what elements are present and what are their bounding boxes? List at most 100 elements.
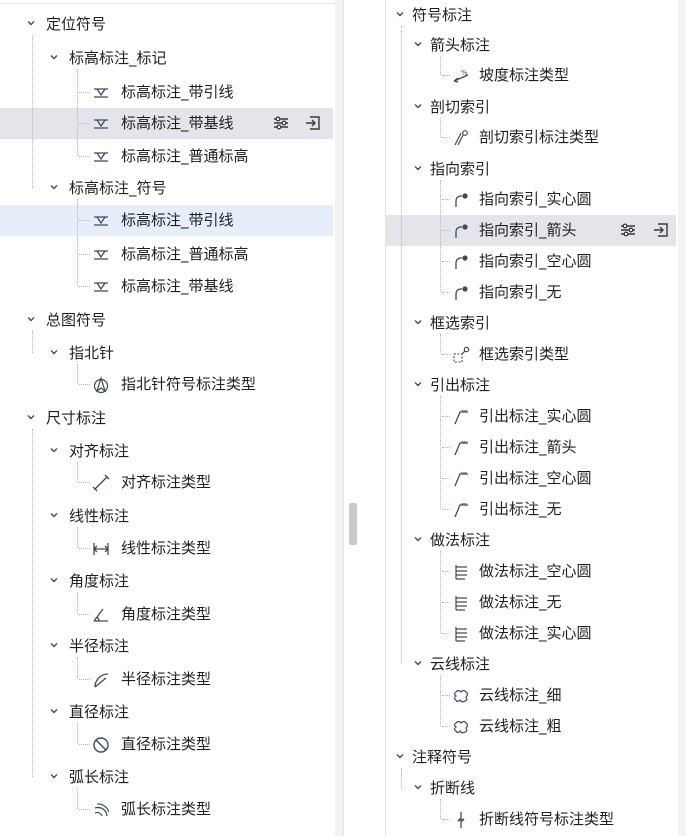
tree-node-r12[interactable]: 引出标注 [386,370,676,401]
tree-node-l9[interactable]: 总图符号 [0,305,333,336]
tree-node-l15[interactable]: 线性标注 [0,501,333,532]
chevron-down-icon[interactable] [413,534,423,544]
tree-node-l12[interactable]: 尺寸标注 [0,403,333,434]
chevron-down-icon[interactable] [49,640,59,650]
tree-node-l11[interactable]: 指北针符号标注类型 [0,369,333,400]
tree-guide-horizontal [442,571,450,572]
tree-node-r9[interactable]: 指向索引_无 [386,277,676,308]
chevron-down-icon[interactable] [413,39,423,49]
tree-node-label: 指向索引 [430,160,491,178]
chevron-down-icon[interactable] [413,379,423,389]
tree-node-r6[interactable]: 指向索引_实心圆 [386,184,676,215]
chevron-down-icon[interactable] [26,18,36,28]
chevron-down-icon[interactable] [413,317,423,327]
tree-node-r21[interactable]: 云线标注 [386,649,676,680]
export-icon[interactable] [304,114,322,132]
tree-node-label: 箭头标注 [430,36,491,54]
chevron-down-icon[interactable] [49,771,59,781]
tree-guide-vertical [440,56,441,75]
tree-node-l0[interactable]: 定位符号 [0,9,333,40]
tree-node-label: 标高标注_带基线 [121,114,234,132]
tree-node-l8[interactable]: 标高标注_带基线 [0,271,333,302]
tree-node-r25[interactable]: 折断线 [386,773,676,804]
tree-node-l6[interactable]: 标高标注_带引线 [0,205,333,236]
tree-node-r14[interactable]: 引出标注_箭头 [386,432,676,463]
tree-node-l24[interactable]: 弧长标注类型 [0,794,333,825]
tree-node-r11[interactable]: 框选索引类型 [386,339,676,370]
tree-node-label: 剖切索引 [430,98,491,116]
panel-gutter [344,0,384,836]
export-icon[interactable] [652,221,670,239]
tree-node-r1[interactable]: 箭头标注 [386,30,676,61]
tree-node-l5[interactable]: 标高标注_符号 [0,173,333,204]
chevron-down-icon[interactable] [26,412,36,422]
tree-node-l19[interactable]: 半径标注 [0,631,333,662]
tree-node-r23[interactable]: 云线标注_粗 [386,711,676,742]
pointer-index-icon [452,253,470,271]
tree-node-r16[interactable]: 引出标注_无 [386,494,676,525]
tree-node-r26[interactable]: 折断线符号标注类型 [386,804,676,835]
tree-node-l21[interactable]: 直径标注 [0,697,333,728]
tree-node-l16[interactable]: 线性标注类型 [0,533,333,564]
tree-guide-horizontal [442,819,450,820]
chevron-down-icon[interactable] [49,52,59,62]
tree-node-r7[interactable]: 指向索引_箭头 [386,215,676,246]
chevron-down-icon[interactable] [49,182,59,192]
chevron-down-icon[interactable] [49,445,59,455]
chevron-down-icon[interactable] [49,510,59,520]
tree-node-l18[interactable]: 角度标注类型 [0,599,333,630]
tree-node-l7[interactable]: 标高标注_普通标高 [0,239,333,270]
tree-node-l13[interactable]: 对齐标注 [0,436,333,467]
chevron-down-icon[interactable] [49,347,59,357]
tree-node-l10[interactable]: 指北针 [0,338,333,369]
tree-node-r0[interactable]: 符号标注 [386,0,676,31]
tree-node-r10[interactable]: 框选索引 [386,308,676,339]
splitter-handle[interactable] [349,503,357,545]
left-tree-panel: 定位符号标高标注_标记标高标注_带引线标高标注_带基线标高标注_普通标高标高标注… [0,0,344,836]
chevron-down-icon[interactable] [49,706,59,716]
tree-node-l1[interactable]: 标高标注_标记 [0,43,333,74]
chevron-down-icon[interactable] [413,658,423,668]
chevron-down-icon[interactable] [413,163,423,173]
left-scrollbar[interactable] [335,0,343,836]
tree-node-r5[interactable]: 指向索引 [386,154,676,185]
chevron-down-icon[interactable] [26,314,36,324]
tree-guide-horizontal [79,286,90,287]
tree-node-l4[interactable]: 标高标注_普通标高 [0,141,333,172]
tree-node-r18[interactable]: 做法标注_空心圆 [386,556,676,587]
tree-node-l22[interactable]: 直径标注类型 [0,729,333,760]
tree-node-l23[interactable]: 弧长标注 [0,762,333,793]
chevron-down-icon[interactable] [49,575,59,585]
tree-guide-vertical [440,551,441,633]
tree-node-l3[interactable]: 标高标注_带基线 [0,108,333,139]
tree-node-l2[interactable]: 标高标注_带引线 [0,77,333,108]
tree-node-label: 弧长标注类型 [121,800,212,818]
chevron-down-icon[interactable] [395,9,405,19]
tree-guide-horizontal [442,416,450,417]
tree-node-r20[interactable]: 做法标注_实心圆 [386,618,676,649]
chevron-down-icon[interactable] [413,101,423,111]
tree-node-label: 指向索引_无 [479,283,562,301]
tree-guide-horizontal [442,230,450,231]
tree-node-r8[interactable]: 指向索引_空心圆 [386,246,676,277]
chevron-down-icon[interactable] [395,751,405,761]
tree-node-r17[interactable]: 做法标注 [386,525,676,556]
tree-node-r2[interactable]: %坡度标注类型 [386,60,676,91]
tree-node-l17[interactable]: 角度标注 [0,566,333,597]
tree-guide-vertical [77,364,78,384]
tree-node-r3[interactable]: 剖切索引 [386,92,676,123]
right-scrollbar[interactable] [678,0,686,836]
tree-node-r19[interactable]: 做法标注_无 [386,587,676,618]
tree-node-r15[interactable]: 引出标注_空心圆 [386,463,676,494]
tree-node-r13[interactable]: 引出标注_实心圆 [386,401,676,432]
tree-node-r22[interactable]: 云线标注_细 [386,680,676,711]
settings-sliders-icon[interactable] [619,221,637,239]
tree-node-r4[interactable]: 剖切索引标注类型 [386,122,676,153]
tree-guide-vertical [440,118,441,137]
settings-sliders-icon[interactable] [272,114,290,132]
chevron-down-icon[interactable] [413,782,423,792]
tree-node-l20[interactable]: 半径标注类型 [0,664,333,695]
tree-guide-horizontal [79,548,90,549]
tree-node-l14[interactable]: 对齐标注类型 [0,467,333,498]
tree-node-r24[interactable]: 注释符号 [386,742,676,773]
